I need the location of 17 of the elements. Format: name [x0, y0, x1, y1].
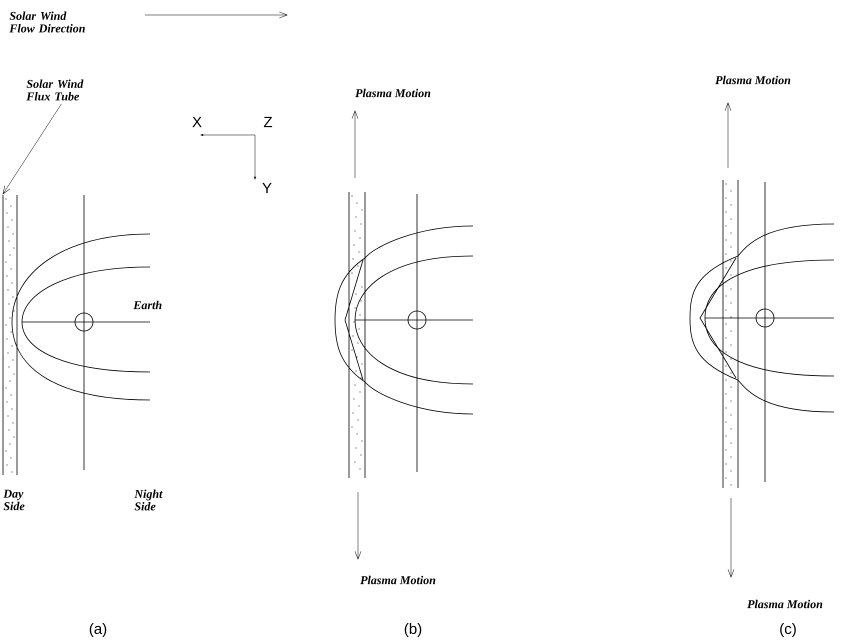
motion-label: Plasma Motion — [715, 76, 790, 84]
axis-label: X — [192, 116, 202, 128]
motion-label: Plasma Motion — [355, 88, 430, 98]
flow-direction-label: Solar Wind Flow Direction — [9, 12, 85, 32]
flux-tube — [2, 194, 18, 476]
flux-tube-label: Solar Wind Flux Tube — [26, 80, 84, 100]
side-label: Night Side — [134, 490, 163, 510]
motion-label: Plasma Motion — [747, 600, 822, 608]
panel-label: (a) — [90, 623, 106, 637]
axis-label: Z — [264, 116, 272, 128]
earth-label: Earth — [133, 300, 162, 310]
leader-line — [2, 104, 62, 194]
axis-label: Y — [262, 182, 272, 194]
panel-label: (b) — [404, 623, 422, 637]
side-label: Day Side — [3, 490, 24, 510]
motion-label: Plasma Motion — [360, 576, 436, 584]
panel-label: (c) — [780, 623, 796, 637]
